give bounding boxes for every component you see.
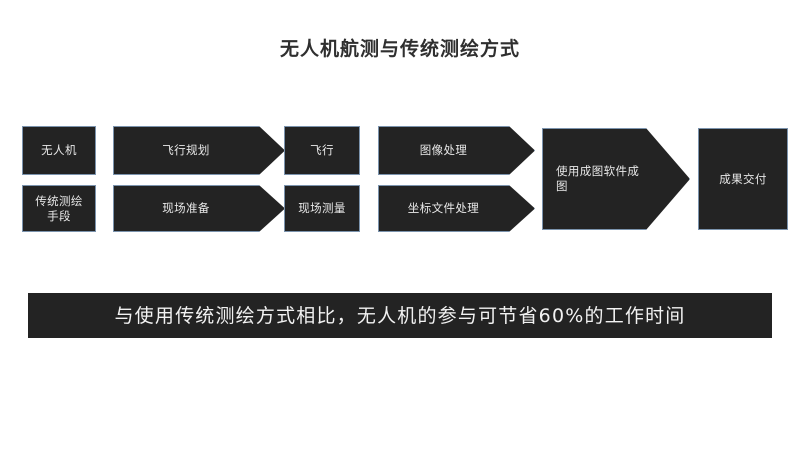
- flow-node-site-preparation[interactable]: 现场准备: [113, 185, 285, 232]
- page-title: 无人机航测与传统测绘方式: [279, 38, 520, 60]
- flow-node-label: 图像处理: [419, 143, 468, 157]
- flow-node-label: 现场准备: [162, 201, 210, 215]
- flow-node-flight[interactable]: 飞行: [284, 126, 360, 175]
- chevron-shape: [378, 126, 535, 175]
- flow-node-image-processing[interactable]: 图像处理: [378, 126, 535, 175]
- chevron-shape: [378, 185, 535, 232]
- flow-node-deliverable[interactable]: 成果交付: [698, 128, 788, 230]
- flow-node-coordinate-file-processing[interactable]: 坐标文件处理: [378, 185, 535, 232]
- flow-node-traditional-survey-means[interactable]: 传统测绘 手段: [22, 185, 96, 232]
- flow-node-uav[interactable]: 无人机: [22, 126, 96, 175]
- flow-node-site-measurement[interactable]: 现场测量: [284, 185, 360, 232]
- flow-node-label: 坐标文件处理: [407, 201, 480, 215]
- flow-node-label-line1: 传统测绘: [35, 193, 83, 208]
- flow-node-label: 飞行规划: [162, 143, 210, 157]
- flow-node-flight-planning[interactable]: 飞行规划: [113, 126, 285, 175]
- flow-node-label: 使用成图软件成图: [556, 164, 640, 193]
- chevron-shape: [113, 185, 285, 232]
- flow-node-label-line2: 手段: [47, 208, 71, 223]
- summary-banner: 与使用传统测绘方式相比，无人机的参与可节省60%的工作时间: [28, 293, 772, 338]
- flow-node-mapping-software[interactable]: 使用成图软件成图: [542, 128, 690, 230]
